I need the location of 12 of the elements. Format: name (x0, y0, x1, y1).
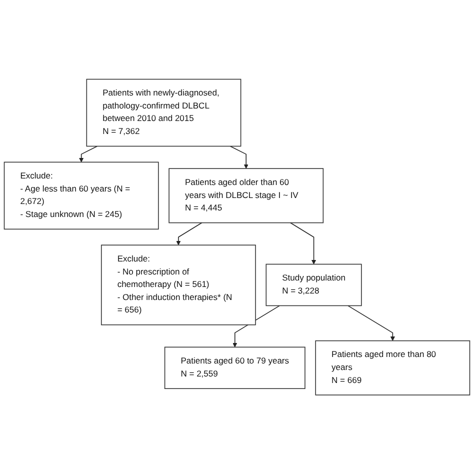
node-box: Exclude: - Age less than 60 years (N = 2,672) - Stage unknown (N = 245) (4, 162, 159, 230)
arrow (348, 305, 395, 341)
arrow (176, 222, 202, 246)
node-box: Exclude: - No prescription of chemotherapy (N = 561) - Other induction therapies* (N = 656) (100, 244, 256, 326)
node-box: Patients aged more than 80 years N = 669 (315, 340, 470, 396)
node-box: Study population N = 3,228 (266, 264, 362, 306)
arrow (230, 146, 248, 169)
arrow (290, 222, 316, 264)
node-box: Patients with newly-diagnosed, pathology-confirmed DLBCL between 2010 and 2015 N = 7,362 (86, 78, 242, 146)
node-box: Patients aged older than 60 years with DLBCL stage I ~ IV N = 4,445 (168, 168, 324, 224)
node-box: Patients aged 60 to 79 years N = 2,559 (164, 346, 306, 389)
arrow (79, 146, 98, 162)
